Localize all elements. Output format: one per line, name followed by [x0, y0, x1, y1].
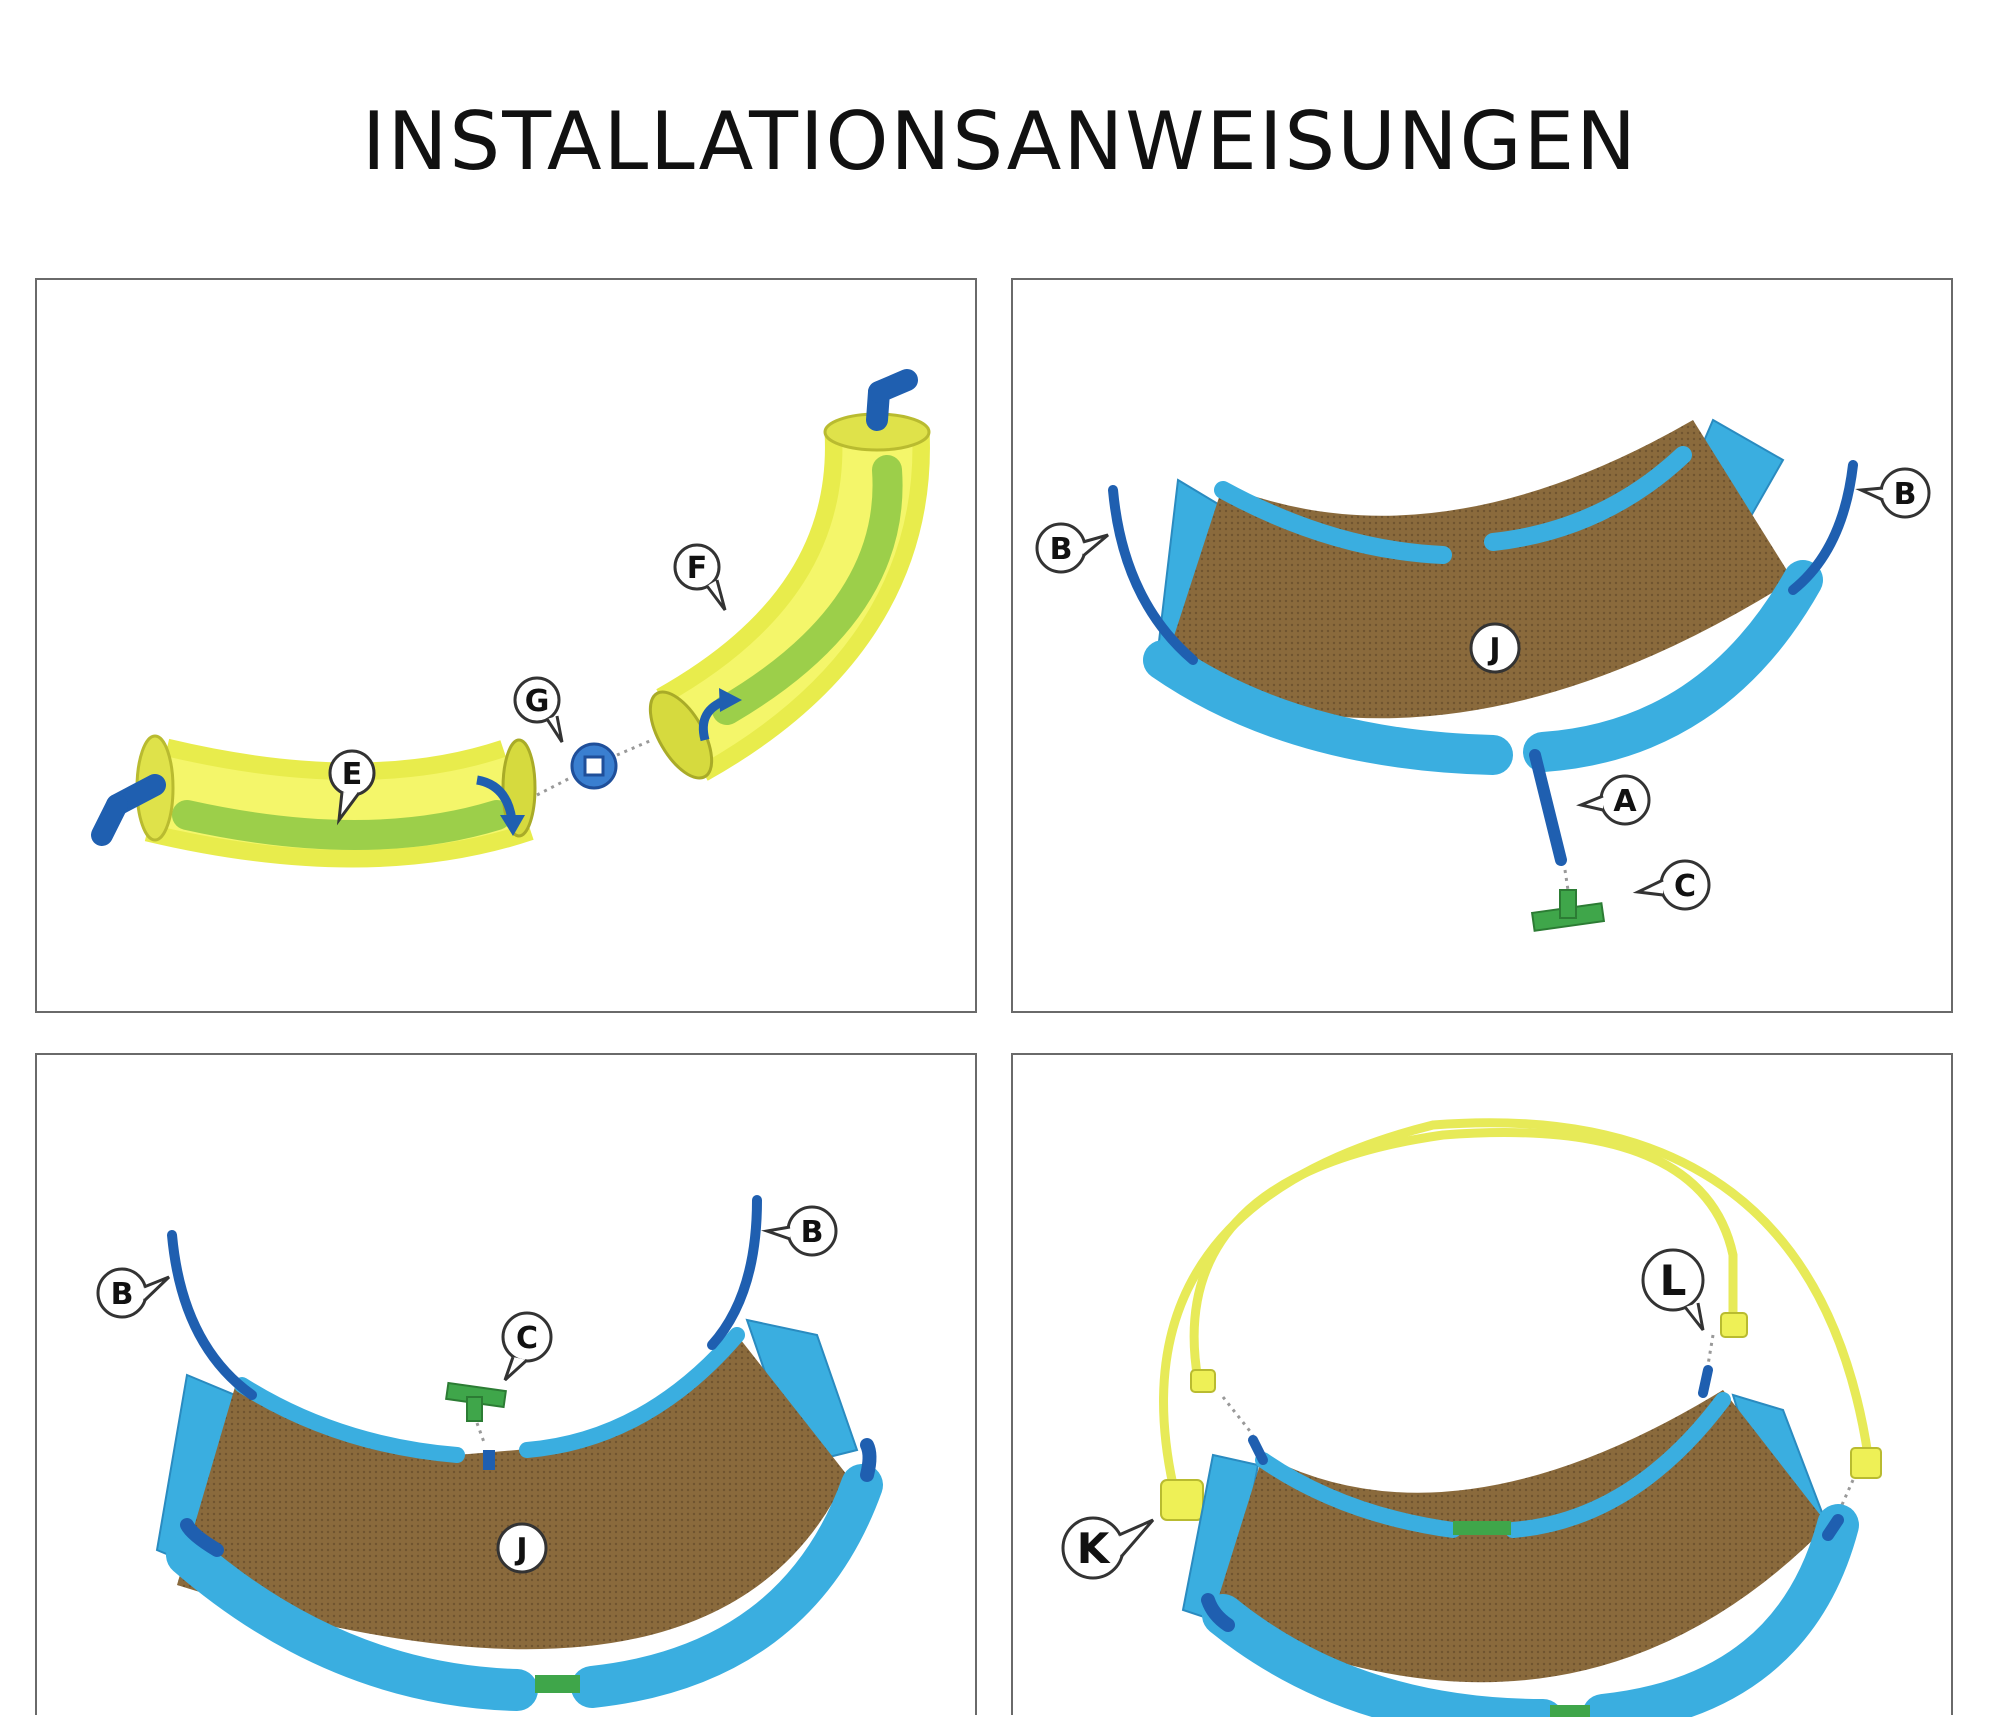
label-b-left: B: [111, 1277, 134, 1312]
top-frame-left: [1255, 1452, 1461, 1538]
label-c: C: [1674, 869, 1696, 904]
bottom-frame-left: [166, 1534, 538, 1711]
callout-b-left: B: [96, 1267, 171, 1319]
step-panel-4: K L: [1011, 1053, 1953, 1717]
part-k-hose: [1159, 1118, 1873, 1490]
top-frame-right: [519, 1327, 745, 1458]
page-title: INSTALLATIONSANWEISUNGEN: [361, 95, 1638, 188]
bottom-frame-right: [1523, 560, 1823, 772]
top-frame-left: [234, 1377, 465, 1463]
frame-end-left: [1201, 1593, 1235, 1632]
label-c: C: [516, 1321, 538, 1356]
tube-stub-end: [1822, 1514, 1844, 1541]
callout-b-left: B: [1035, 522, 1109, 574]
label-a: A: [1613, 784, 1637, 819]
step-4-illustration: K L: [1061, 1118, 1882, 1717]
bottom-frame-right: [571, 1464, 883, 1708]
step-panel-1: E G F: [35, 278, 977, 1013]
bottom-frame-left: [1143, 640, 1513, 775]
part-b-tube-left: [167, 1230, 257, 1400]
part-k-connector: [1160, 1479, 1204, 1521]
tube-stub-right: [1698, 1365, 1713, 1398]
part-f-yellow-tube: [648, 412, 931, 781]
top-frame-left: [1214, 481, 1452, 564]
mesh-pad-j: [1163, 420, 1793, 719]
label-l: L: [1660, 1256, 1687, 1305]
callout-f: F: [673, 543, 727, 611]
callout-j: J: [496, 1522, 548, 1574]
callout-e: E: [328, 749, 376, 826]
top-frame-right: [1505, 1392, 1731, 1538]
green-joint: [535, 1675, 580, 1693]
bottom-frame-left: [1202, 1594, 1564, 1717]
frame-end-left: [180, 1518, 224, 1557]
callout-l: L: [1641, 1248, 1705, 1331]
label-b-left: B: [1050, 532, 1073, 567]
hose-end-connector: [1190, 1369, 1216, 1393]
part-b-tube-right: [707, 1195, 762, 1350]
part-e-elbow-connector: [91, 774, 166, 846]
label-j: J: [514, 1532, 527, 1567]
callout-a: A: [1576, 774, 1651, 826]
step-panel-3: B B C J: [35, 1053, 977, 1715]
rotate-arrow-icon: [475, 775, 525, 836]
bottom-frame-right: [1582, 1504, 1859, 1717]
callout-k: K: [1061, 1516, 1155, 1580]
part-f-elbow-connector: [866, 369, 918, 431]
label-j: J: [1487, 632, 1500, 667]
green-joint: [1550, 1705, 1590, 1717]
part-a-tube: [1529, 749, 1567, 866]
label-e: E: [342, 757, 363, 792]
callout-b-right: B: [761, 1205, 838, 1257]
callout-c: C: [501, 1311, 553, 1382]
part-c-t-connector: [445, 1381, 507, 1422]
hose-end-connector: [1720, 1312, 1748, 1338]
label-b-right: B: [1894, 477, 1917, 512]
part-c-t-connector: [1530, 889, 1606, 932]
callout-c: C: [1632, 859, 1711, 911]
rotate-arrow-icon: [698, 688, 742, 742]
callout-b-right: B: [1855, 467, 1931, 519]
green-joint: [1453, 1521, 1511, 1535]
hose-end-connector: [1850, 1447, 1882, 1479]
label-b-right: B: [801, 1215, 824, 1250]
step-1-illustration: E G F: [91, 369, 931, 868]
top-frame-right: [1484, 446, 1692, 551]
label-f: F: [687, 551, 708, 586]
frame-end-right: [860, 1438, 877, 1482]
step-panel-2: B B J A C: [1011, 278, 1953, 1013]
part-l-hose: [1189, 1128, 1738, 1385]
callout-g: G: [513, 676, 564, 743]
part-b-tube-left: [1108, 485, 1198, 665]
part-b-tube-right: [1788, 460, 1858, 595]
mesh-pad-j: [177, 1335, 847, 1650]
part-e-yellow-tube: [135, 734, 537, 868]
label-g: G: [525, 684, 550, 719]
label-k: K: [1077, 1524, 1111, 1573]
step-2-illustration: B B J A C: [1035, 418, 1931, 932]
part-g-connector: [570, 742, 618, 790]
tube-stub-left: [1248, 1435, 1268, 1465]
step-3-illustration: B B C J: [96, 1195, 883, 1711]
callout-j: J: [1469, 622, 1521, 674]
